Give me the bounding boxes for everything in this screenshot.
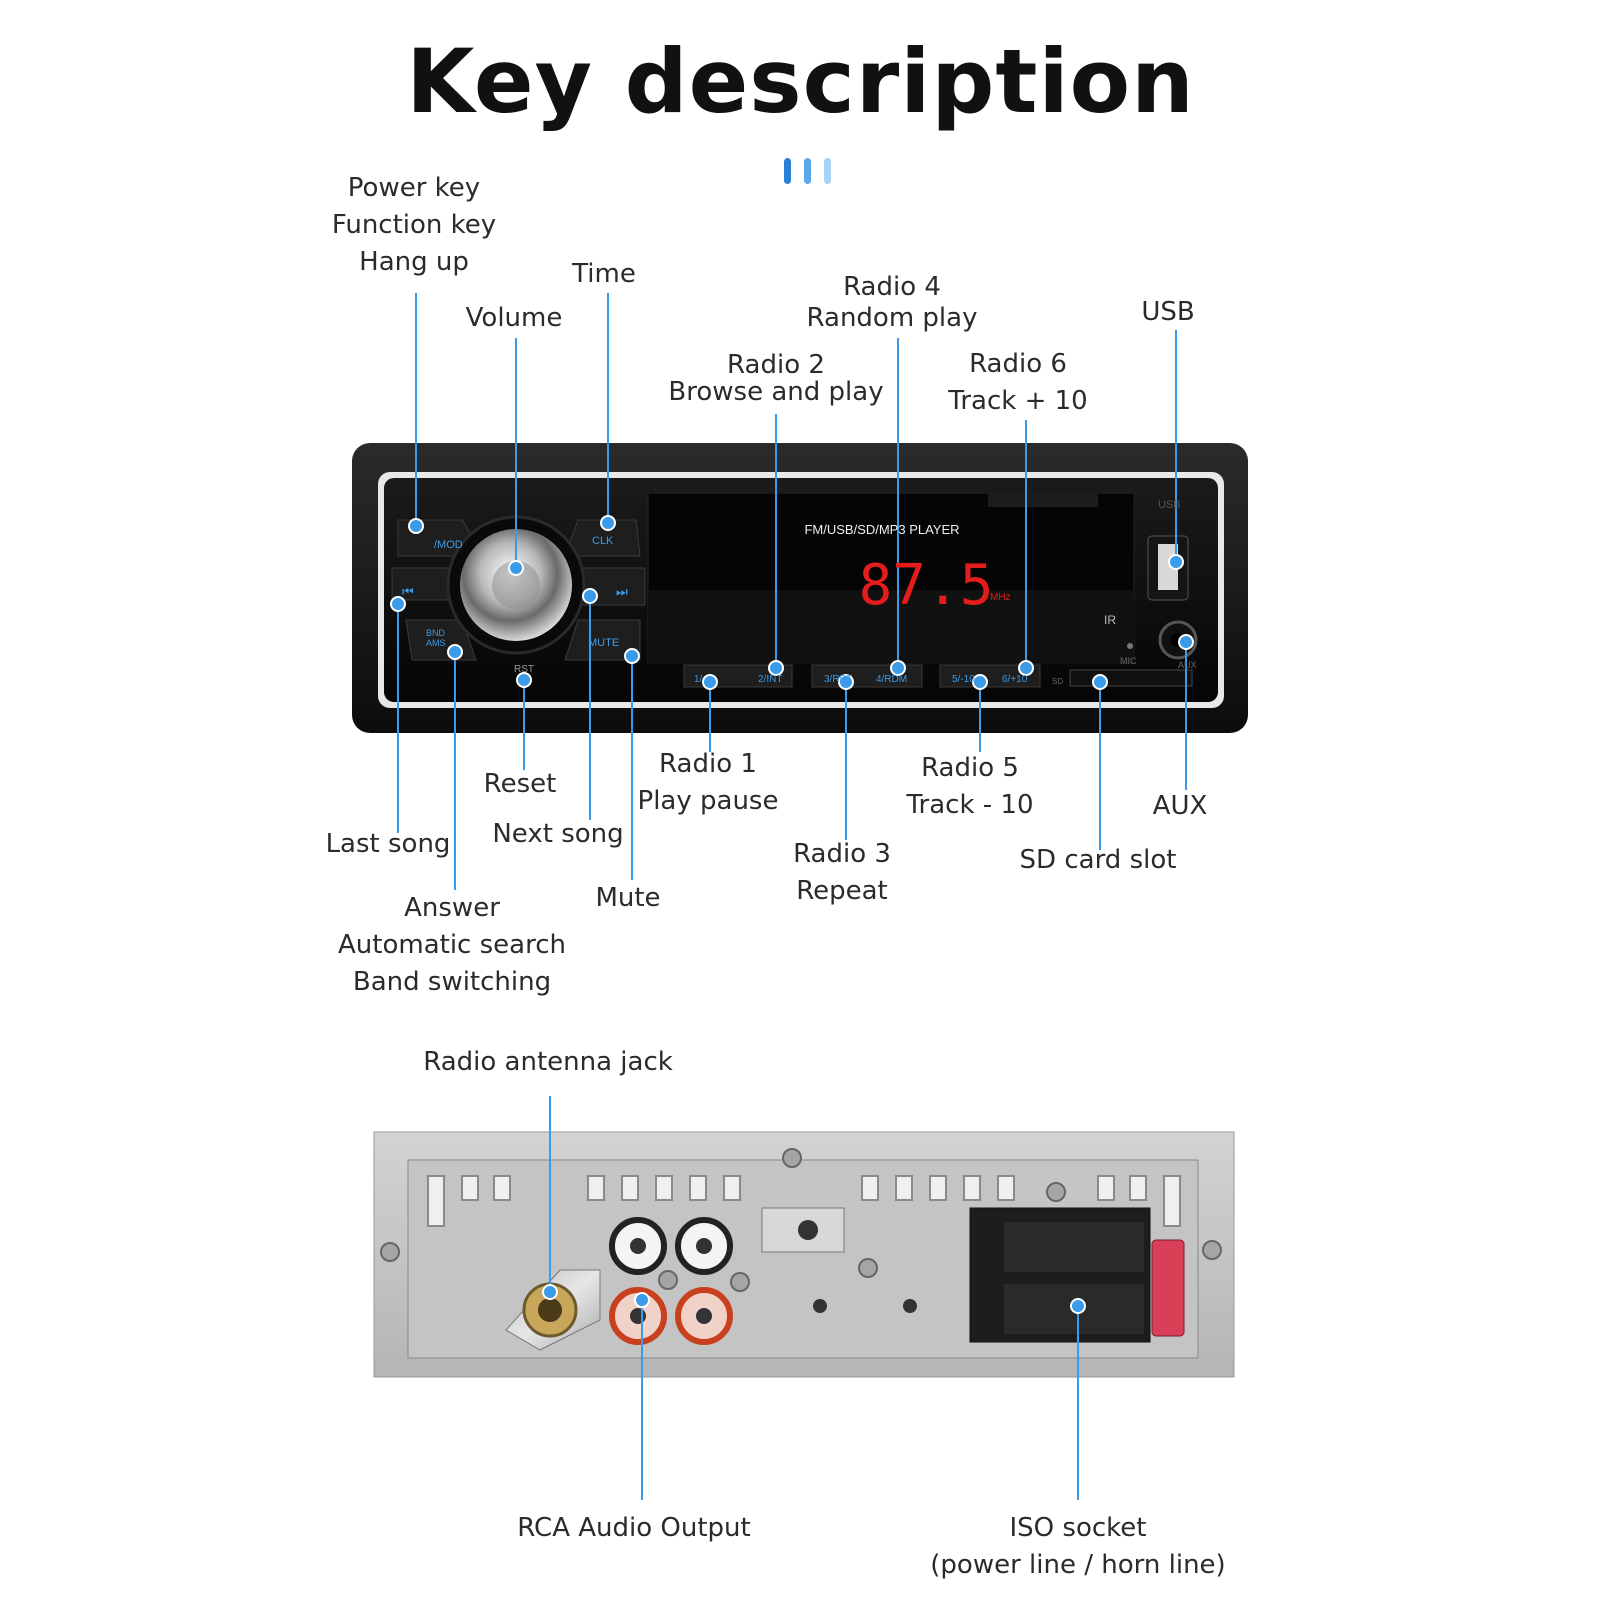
callout-rca: RCA Audio Output — [517, 1513, 751, 1543]
frequency-unit: MHz — [990, 592, 1011, 603]
preset-4: 4/RDM — [876, 674, 907, 685]
mute-label: MUTE — [588, 637, 619, 649]
callout-antenna: Radio antenna jack — [423, 1047, 673, 1077]
ams-label: AMS — [426, 638, 446, 648]
callout-reset: Reset — [483, 769, 557, 799]
sd-label: SD — [1052, 677, 1063, 686]
fuse-shape — [1151, 1239, 1185, 1337]
preset-5: 5/-10 — [952, 674, 975, 685]
bnd-label: BND — [426, 628, 446, 638]
usb-label: USB — [1158, 499, 1181, 511]
callout-last-song: Last song — [325, 829, 451, 859]
callout-mute: Mute — [595, 883, 661, 913]
rca-jacks — [609, 1217, 733, 1345]
clk-label: CLK — [592, 535, 614, 547]
mod-label: /MOD — [434, 539, 463, 551]
callout-iso: ISO socket(power line / horn line) — [930, 1513, 1226, 1580]
preset-1: 1/ — [694, 674, 703, 685]
preset-2: 2/INT — [758, 674, 782, 685]
sd-slot-shape — [1069, 669, 1193, 687]
callout-usb: USB — [1141, 297, 1195, 327]
prev-icon: ⏮ — [402, 585, 414, 600]
callout-aux: AUX — [1152, 791, 1208, 821]
ir-label: IR — [1104, 613, 1116, 627]
page-title: Key description — [406, 30, 1195, 133]
preset-6: 6/+10 — [1002, 674, 1028, 685]
rst-label: RST — [514, 664, 534, 675]
callout-volume: Volume — [465, 303, 563, 333]
callout-sd-card: SD card slot — [1019, 845, 1177, 875]
aux-label: AUX — [1178, 660, 1197, 670]
mic-label: MIC — [1120, 656, 1137, 666]
callout-next-song: Next song — [492, 819, 624, 849]
model-text: FM/USB/SD/MP3 PLAYER — [804, 522, 959, 537]
next-icon: ⏭ — [616, 585, 628, 600]
frequency-display: 87.5 — [859, 553, 994, 618]
decorative-bars — [784, 158, 844, 184]
callout-time: Time — [572, 259, 636, 289]
display-lower — [648, 590, 1134, 663]
mute-button-shape — [564, 619, 641, 661]
preset-3: 3/RPT — [824, 674, 852, 685]
